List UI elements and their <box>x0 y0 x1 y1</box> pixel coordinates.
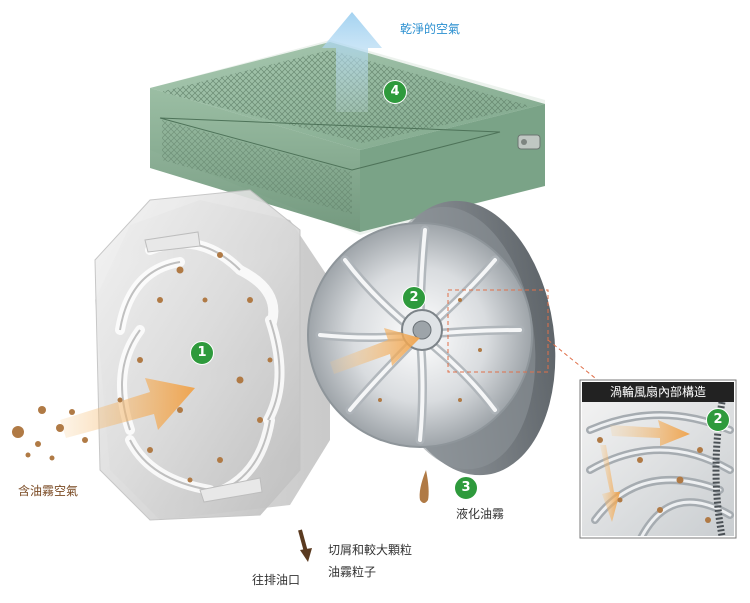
step-badge-1: 1 <box>190 341 214 365</box>
clean-air-label: 乾淨的空氣 <box>400 22 461 36</box>
oily-air-label: 含油霧空氣 <box>18 484 79 498</box>
inset-step-badge-2: 2 <box>706 408 730 432</box>
debris-label: 切屑和較大顆粒 <box>328 543 413 557</box>
turbo-fan <box>307 200 556 476</box>
clean-air-arrow <box>322 12 382 112</box>
separator-drum <box>94 189 330 521</box>
filter-unit <box>150 40 545 235</box>
inset-callout <box>447 289 737 539</box>
step-badge-4: 4 <box>383 80 407 104</box>
drain-label: 往排油口 <box>252 573 301 587</box>
step-badge-2: 2 <box>402 286 426 310</box>
liquid-mist-label: 液化油霧 <box>456 507 505 521</box>
liquid-drip <box>419 470 429 503</box>
airflow-arrows <box>60 328 420 438</box>
mist-particles-label: 油霧粒子 <box>328 565 377 579</box>
inset-title: 渦輪風扇內部構造 <box>582 382 734 402</box>
oil-droplets <box>12 252 482 483</box>
step-badge-3: 3 <box>454 476 478 500</box>
drain-arrow-icon <box>298 529 312 562</box>
